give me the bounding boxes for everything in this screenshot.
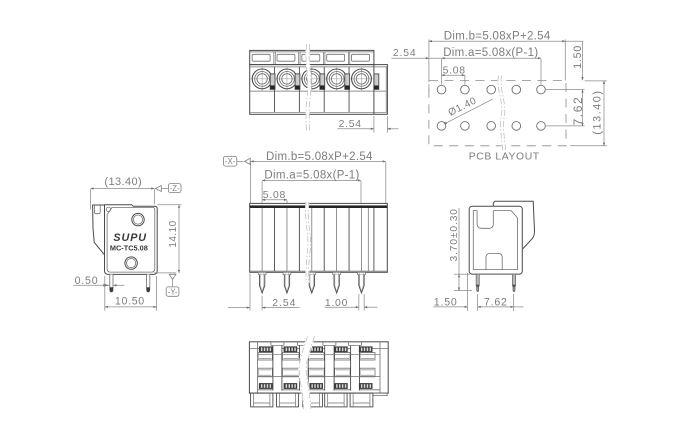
svg-text:5.08: 5.08 xyxy=(263,190,286,201)
svg-text:Dim.a=5.08x(P-1): Dim.a=5.08x(P-1) xyxy=(443,47,538,59)
svg-text:1.00: 1.00 xyxy=(325,298,348,309)
svg-text:(13.40): (13.40) xyxy=(591,89,603,134)
svg-text:-Y-: -Y- xyxy=(168,288,178,297)
svg-text:5.08: 5.08 xyxy=(443,66,466,77)
svg-text:PCB LAYOUT: PCB LAYOUT xyxy=(469,151,540,162)
svg-text:7.62: 7.62 xyxy=(484,297,508,309)
svg-text:-X-: -X- xyxy=(225,157,236,166)
svg-text:3.70±0.30: 3.70±0.30 xyxy=(449,208,460,261)
svg-text:MC-TC5.08: MC-TC5.08 xyxy=(110,244,148,253)
svg-text:2.54: 2.54 xyxy=(272,298,296,309)
svg-text:-Z-: -Z- xyxy=(170,184,180,193)
svg-text:14.10: 14.10 xyxy=(168,220,179,247)
svg-text:SUPU: SUPU xyxy=(113,232,147,244)
svg-text:0.50: 0.50 xyxy=(75,275,99,287)
svg-text:(13.40): (13.40) xyxy=(104,176,142,188)
svg-text:2.54: 2.54 xyxy=(393,48,417,59)
svg-text:2.54: 2.54 xyxy=(339,119,362,130)
svg-text:1.50: 1.50 xyxy=(434,296,458,308)
svg-text:Dim.b=5.08xP+2.54: Dim.b=5.08xP+2.54 xyxy=(444,31,551,43)
svg-text:10.50: 10.50 xyxy=(115,295,145,307)
svg-text:Dim.a=5.08x(P-1): Dim.a=5.08x(P-1) xyxy=(264,170,359,182)
svg-text:1.50: 1.50 xyxy=(572,45,584,69)
svg-text:Dim.b=5.08xP+2.54: Dim.b=5.08xP+2.54 xyxy=(266,151,373,163)
svg-text:7.62: 7.62 xyxy=(571,96,585,126)
